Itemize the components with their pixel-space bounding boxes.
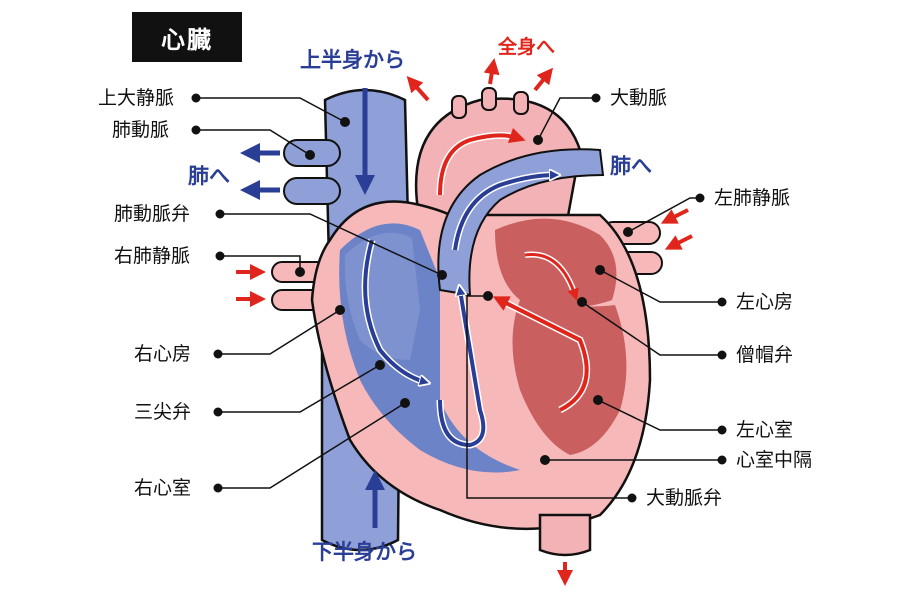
label-left-atrium: 左心房	[736, 291, 794, 313]
label-to-whole-body: 全身へ	[498, 36, 556, 58]
label-right-pulmonary-vein: 右肺静脈	[114, 245, 191, 267]
label-aortic-valve: 大動脈弁	[646, 487, 723, 509]
flow-arrow-whole-body-1	[406, 76, 430, 102]
flow-arrow-left-ventricle-core	[492, 296, 589, 412]
leader-dots	[191, 93, 727, 503]
flow-arrow-whole-body-3	[533, 67, 554, 92]
label-pulmonary-valve: 肺動脈弁	[114, 203, 191, 225]
aorta-branch-2	[481, 87, 497, 111]
label-right-atrium: 右心房	[134, 343, 192, 365]
label-mitral-valve: 僧帽弁	[736, 344, 794, 366]
label-left-pulmonary-vein: 左肺静脈	[714, 187, 791, 209]
label-to-lungs-right: 肺へ	[610, 154, 652, 178]
label-tricuspid-valve: 三尖弁	[134, 401, 192, 423]
aorta-branch-1	[451, 95, 467, 119]
label-from-lower-body: 下半身から	[312, 540, 417, 564]
flow-arrow-left-atrium-core	[524, 253, 579, 301]
label-to-lungs-left: 肺へ	[188, 164, 230, 188]
descending-aorta	[538, 513, 592, 557]
title-badge: 心臓	[132, 12, 242, 62]
label-septum: 心室中隔	[736, 449, 813, 471]
label-right-ventricle: 右心室	[134, 477, 192, 499]
pulmonary-artery-branch-lower	[283, 177, 341, 205]
flow-arrow-left-pulmonary-in-1	[660, 208, 689, 224]
leader-lines	[196, 97, 722, 499]
left-ventricle-interior	[512, 300, 627, 455]
pulmonary-trunk	[437, 148, 605, 297]
label-from-upper-body: 上半身から	[300, 48, 405, 72]
flow-arrow-pulmonary-trunk-core	[453, 175, 555, 251]
flow-arrow-whole-body-2	[483, 58, 500, 85]
flow-arrow-aorta-arch-core	[438, 127, 526, 196]
label-superior-vena-cava: 上大静脈	[98, 87, 175, 109]
label-left-ventricle: 左心室	[736, 419, 794, 441]
flow-arrow-right-ventricle-core	[438, 290, 486, 448]
label-aorta: 大動脈	[610, 87, 668, 109]
aorta-branch-3	[513, 91, 529, 115]
flow-arrow-right-atrium-core	[363, 239, 425, 382]
flow-arrow-left-pulmonary-in-2	[664, 234, 693, 250]
label-pulmonary-artery: 肺動脈	[112, 119, 170, 141]
